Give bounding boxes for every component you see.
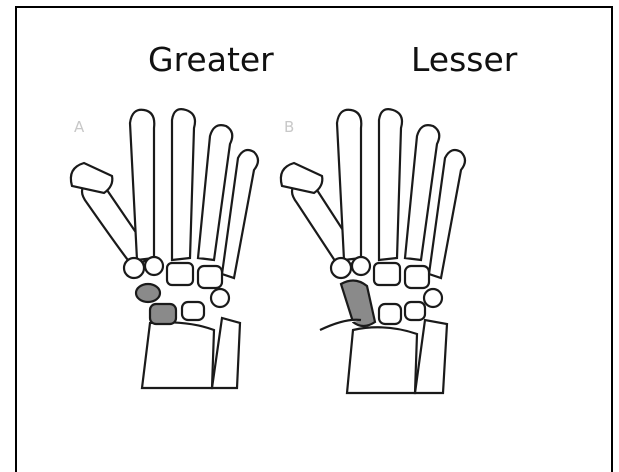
triquetrum-bone	[182, 302, 204, 320]
greater-label: Greater	[148, 40, 274, 79]
hamate-bone	[198, 266, 222, 288]
ulna-bone	[415, 320, 447, 393]
middle-finger	[172, 109, 195, 260]
lesser-label: Lesser	[411, 40, 517, 79]
radius-bone	[142, 322, 214, 388]
hand-diagram-greater	[62, 108, 272, 408]
capitate-bone	[167, 263, 193, 285]
trapezoid-bone	[145, 257, 163, 275]
capitate-bone	[374, 263, 400, 285]
trapezium-bone	[331, 258, 351, 278]
lunate-bone	[150, 304, 176, 324]
thumb-phalanx	[71, 163, 112, 193]
lunate-bone	[379, 304, 401, 324]
pisiform-bone	[211, 289, 229, 307]
trapezium-bone	[124, 258, 144, 278]
ligament-line	[320, 320, 361, 330]
ulna-bone	[212, 318, 240, 388]
triquetrum-bone	[405, 302, 425, 320]
scaphoid-bone	[136, 284, 160, 302]
hamate-bone	[405, 266, 429, 288]
thumb-phalanx	[281, 163, 322, 193]
radius-bone	[347, 327, 417, 393]
pisiform-bone	[424, 289, 442, 307]
trapezoid-bone	[352, 257, 370, 275]
hand-diagram-lesser	[275, 108, 485, 408]
middle-finger	[379, 109, 402, 260]
